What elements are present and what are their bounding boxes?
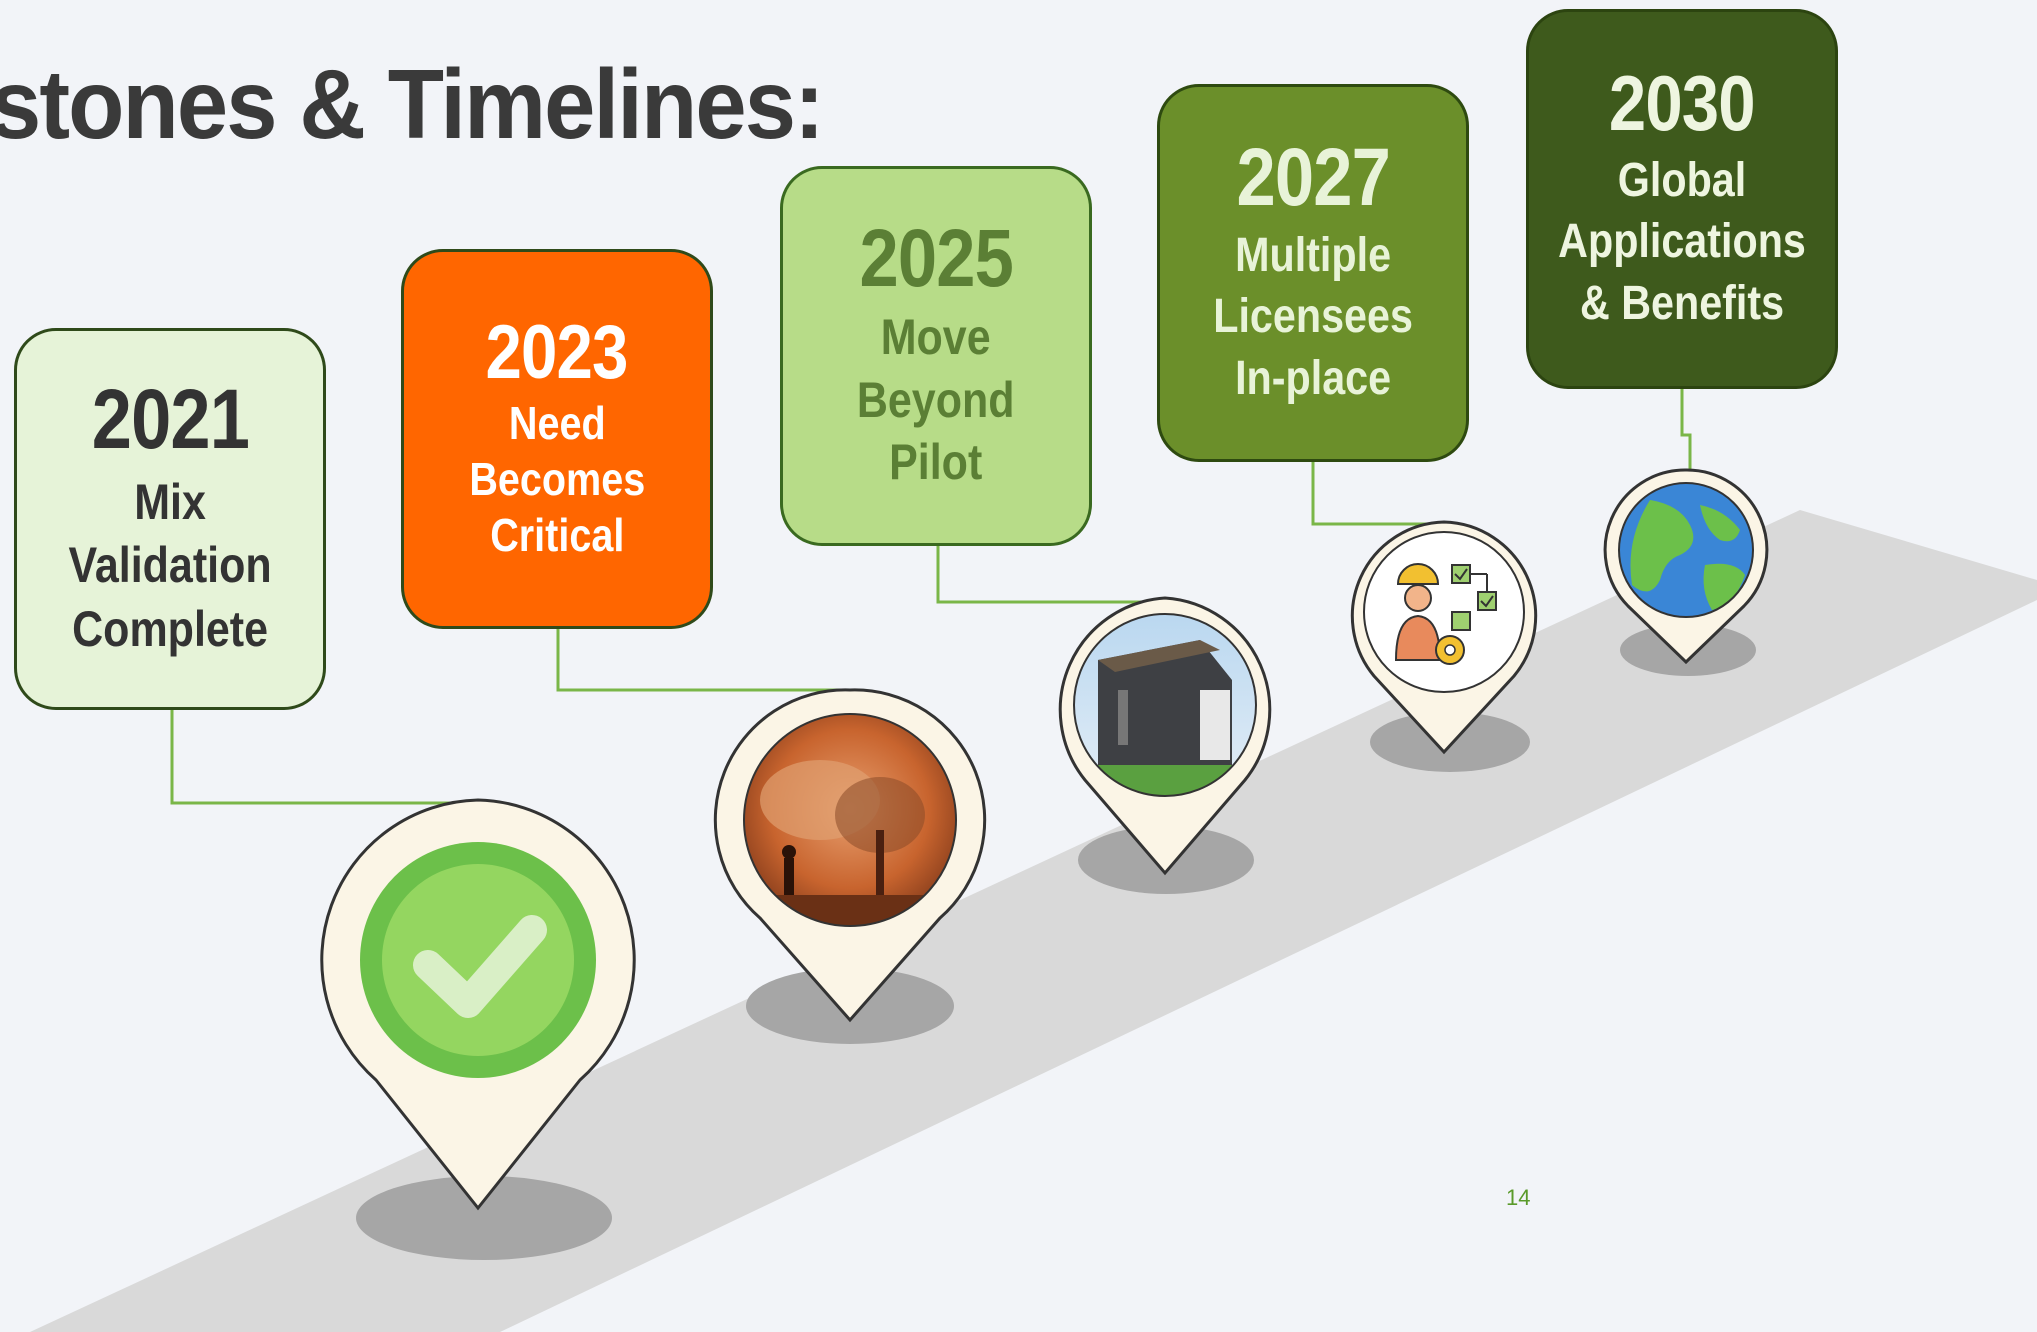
wildfire-photo (744, 714, 956, 926)
map-pin-2023 (713, 688, 987, 1023)
milestone-box-2025: 2025 Move Beyond Pilot (780, 166, 1092, 546)
milestone-box-2023: 2023 Need Becomes Critical (401, 249, 713, 629)
map-pin-2030 (1603, 468, 1769, 665)
milestone-year: 2025 (859, 213, 1013, 305)
engineer-workflow-icon (1364, 532, 1524, 692)
milestone-year: 2021 (91, 371, 249, 466)
milestone-box-2027: 2027 Multiple Licensees In-place (1157, 84, 1469, 462)
milestone-label: Multiple Licensees In-place (1213, 228, 1413, 405)
milestone-box-2021: 2021 Mix Validation Complete (14, 328, 326, 710)
checkmark-icon (413, 915, 547, 1018)
tiny-house-photo (1074, 614, 1256, 796)
globe-icon (1619, 483, 1753, 617)
milestone-year: 2030 (1609, 58, 1756, 147)
milestone-label: Need Becomes Critical (469, 396, 645, 562)
page-number: 14 (1506, 1185, 1531, 1210)
milestone-box-2030: 2030 Global Applications & Benefits (1526, 9, 1838, 389)
milestone-label: Mix Validation Complete (68, 473, 272, 657)
milestone-year: 2027 (1236, 131, 1390, 223)
map-pin-2025 (1058, 596, 1272, 876)
map-pin-2021 (320, 798, 636, 1211)
map-pin-2027 (1350, 520, 1538, 755)
page-title: stones & Timelines: (0, 49, 825, 159)
milestone-year: 2023 (486, 309, 629, 395)
milestone-label: Move Beyond Pilot (857, 309, 1015, 491)
milestone-label: Global Applications & Benefits (1558, 153, 1806, 330)
